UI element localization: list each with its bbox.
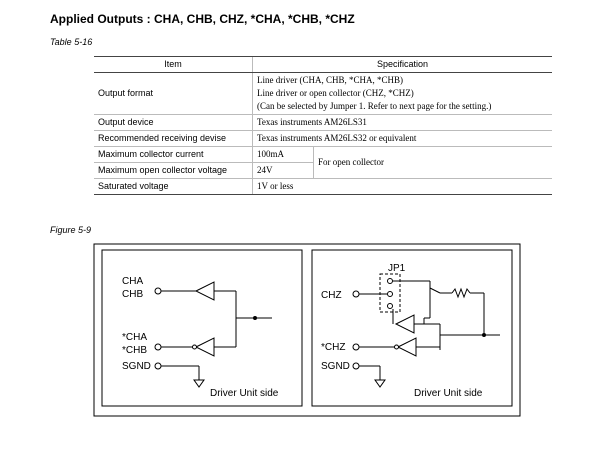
ground-symbol-right bbox=[374, 379, 386, 388]
row-spec: Line driver (CHA, CHB, *CHA, *CHB) Line … bbox=[252, 72, 552, 115]
right-footer: Driver Unit side bbox=[414, 388, 483, 399]
figure-caption: Figure 5-9 bbox=[50, 225, 92, 235]
row-item: Saturated voltage bbox=[94, 178, 253, 195]
driver-buffer-z-bottom bbox=[396, 337, 417, 357]
row-item: Output format bbox=[94, 72, 253, 115]
label-cha: CHA bbox=[122, 276, 143, 287]
table-row: Output device Texas instruments AM26LS31 bbox=[94, 114, 552, 131]
row-item: Maximum open collector voltage bbox=[94, 162, 253, 179]
driver-buffer-z-top bbox=[394, 314, 415, 334]
spec-line: Line driver or open collector (CHZ, *CHZ… bbox=[257, 88, 414, 98]
spec-line: Line driver (CHA, CHB, *CHA, *CHB) bbox=[257, 75, 403, 85]
header-item: Item bbox=[94, 56, 253, 73]
label-jp1: JP1 bbox=[388, 263, 406, 274]
table-row: Output format Line driver (CHA, CHB, *CH… bbox=[94, 72, 552, 115]
terminal-sgnd-right bbox=[352, 362, 360, 370]
left-panel-box bbox=[101, 249, 303, 407]
terminal-chb bbox=[154, 287, 162, 295]
label-sgnd-right: SGND bbox=[321, 361, 350, 372]
table-row: Saturated voltage 1V or less bbox=[94, 178, 552, 195]
row-item: Recommended receiving devise bbox=[94, 130, 253, 147]
right-panel-box bbox=[311, 249, 513, 407]
row-item: Maximum collector current bbox=[94, 146, 253, 163]
jumper-box bbox=[379, 273, 401, 313]
figure-border bbox=[93, 243, 521, 417]
table-row: Maximum open collector voltage 24V bbox=[94, 162, 552, 179]
spec-line: (Can be selected by Jumper 1. Refer to n… bbox=[257, 101, 492, 111]
table-row: Recommended receiving devise Texas instr… bbox=[94, 130, 552, 147]
terminal-chz bbox=[352, 290, 360, 298]
terminal-nchz bbox=[352, 343, 360, 351]
left-driver-panel: CHA CHB *CHA *CHB SGND Driver Unit side bbox=[101, 249, 303, 407]
right-driver-panel: JP1 CHZ *CHZ SGND bbox=[311, 249, 513, 407]
label-chz: CHZ bbox=[321, 290, 342, 301]
row-spec: Texas instruments AM26LS32 or equivalent bbox=[252, 130, 552, 147]
header-spec: Specification bbox=[252, 56, 552, 73]
left-footer: Driver Unit side bbox=[210, 388, 279, 399]
terminal-nchb bbox=[154, 343, 162, 351]
label-chb: CHB bbox=[122, 289, 143, 300]
label-nchz: *CHZ bbox=[321, 342, 345, 353]
label-nchb: *CHB bbox=[122, 345, 147, 356]
driver-buffer-top bbox=[194, 281, 215, 301]
label-sgnd: SGND bbox=[122, 361, 151, 372]
table-row: Maximum collector current 100mA For open… bbox=[94, 146, 552, 179]
driver-buffer-bottom bbox=[194, 337, 215, 357]
row-spec: Texas instruments AM26LS31 bbox=[252, 114, 552, 131]
ground-symbol bbox=[193, 379, 205, 388]
table-caption: Table 5-16 bbox=[50, 37, 93, 47]
row-note: For open collector bbox=[313, 146, 552, 179]
row-spec: 24V bbox=[252, 162, 314, 179]
row-item: Output device bbox=[94, 114, 253, 131]
label-ncha: *CHA bbox=[122, 332, 147, 343]
page-heading: Applied Outputs : CHA, CHB, CHZ, *CHA, *… bbox=[50, 12, 355, 26]
row-spec: 100mA bbox=[252, 146, 314, 163]
row-spec: 1V or less bbox=[252, 178, 314, 195]
spec-table: Item Specification Output format Line dr… bbox=[94, 56, 552, 195]
resistor bbox=[451, 287, 471, 299]
terminal-sgnd bbox=[154, 362, 162, 370]
